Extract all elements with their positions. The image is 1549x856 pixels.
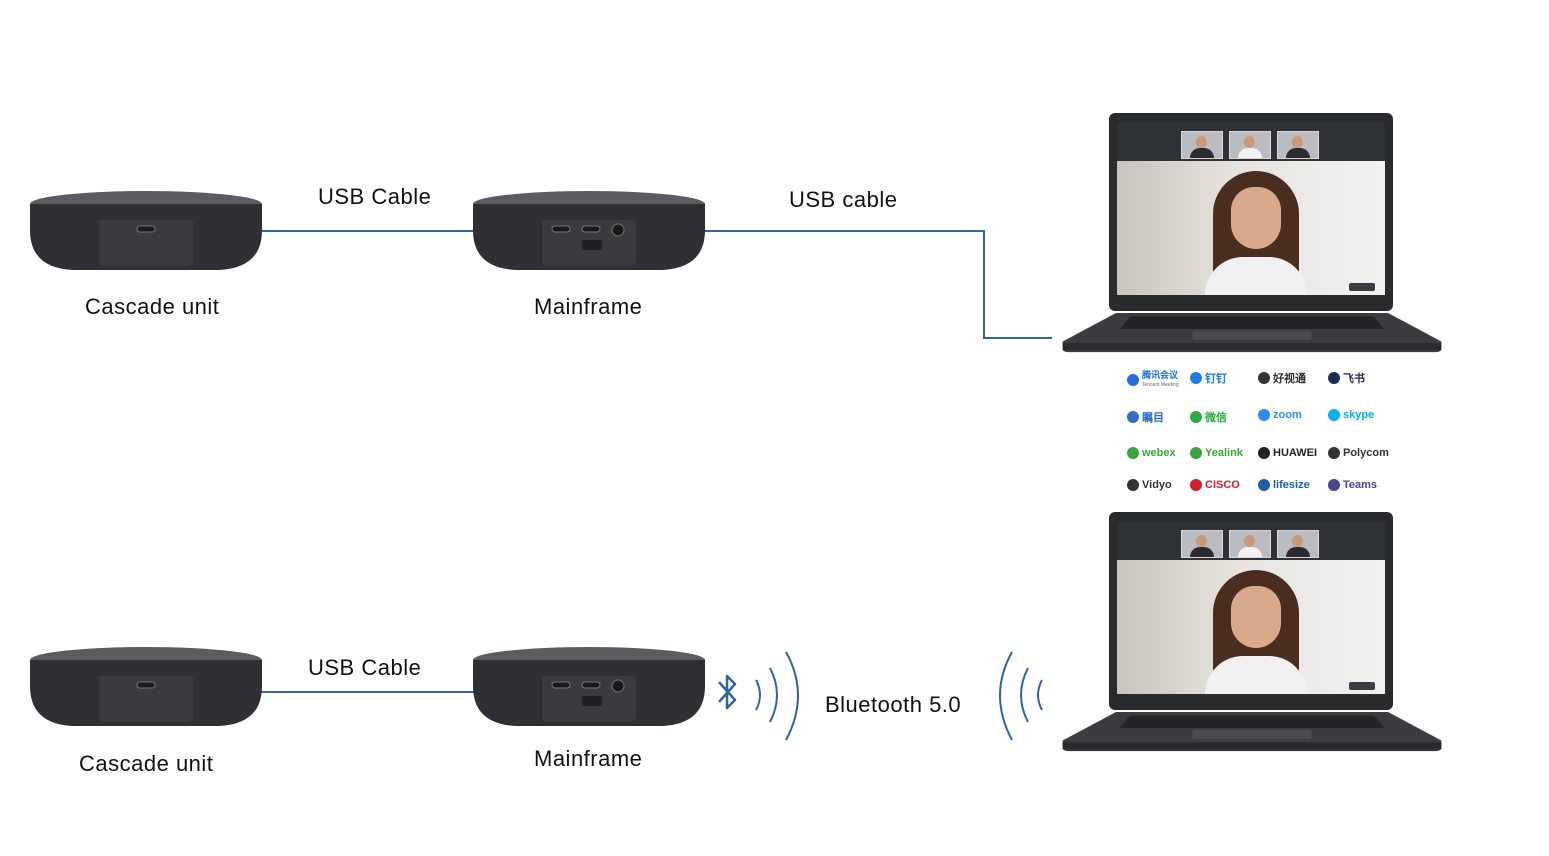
bluetooth-label: Bluetooth 5.0 [825, 692, 962, 717]
mainframe-bottom-label: Mainframe [534, 746, 643, 771]
app-logo-yealink: Yealink [1190, 447, 1243, 459]
participant-thumbnail [1277, 530, 1319, 558]
app-logo-瞩目: 瞩目 [1127, 409, 1164, 425]
app-logo-label: 钉钉 [1205, 373, 1227, 385]
app-logo-钉钉: 钉钉 [1190, 370, 1227, 386]
laptop-keyboard-base [1062, 712, 1442, 752]
app-logo-huawei: HUAWEI [1258, 447, 1317, 459]
app-logo-icon [1190, 447, 1202, 459]
app-logo-label: skype [1343, 409, 1375, 421]
app-logo-label: Teams [1343, 479, 1378, 491]
app-logo-icon [1258, 409, 1270, 421]
app-logo-icon [1127, 411, 1139, 423]
laptop-screen-frame [1109, 512, 1393, 710]
app-logo-label: 微信 [1205, 412, 1227, 424]
usb-cable-laptop-label: USB cable [789, 187, 898, 212]
usb-cable-bottom-label: USB Cable [308, 655, 422, 680]
cascade-unit-top-device [30, 191, 262, 270]
app-logo-label: 好视通 [1273, 373, 1306, 385]
app-logo-label: 瞩目 [1142, 412, 1164, 424]
participant-thumbnail [1277, 131, 1319, 159]
signal-waves-right-icon [755, 651, 799, 741]
app-logo-icon [1258, 372, 1270, 384]
app-logo-label: lifesize [1273, 479, 1310, 491]
mainframe-top-label: Mainframe [534, 294, 643, 319]
app-logo-icon [1328, 447, 1340, 459]
app-logo-lifesize: lifesize [1258, 479, 1310, 491]
app-logo-skype: skype [1328, 409, 1374, 421]
bluetooth-icon [718, 674, 737, 710]
participant-thumbnail [1181, 131, 1223, 159]
cascade-unit-bottom-device [30, 647, 262, 726]
app-logo-好视通: 好视通 [1258, 370, 1306, 386]
app-logo-zoom: zoom [1258, 409, 1302, 421]
app-logo-webex: webex [1127, 447, 1176, 459]
app-logo-飞书: 飞书 [1328, 370, 1365, 386]
cascade-unit-top-label: Cascade unit [85, 294, 220, 319]
app-logo-icon [1258, 447, 1270, 459]
laptop-bottom [1039, 512, 1465, 757]
app-logo-icon [1328, 372, 1340, 384]
app-logo-cisco: CISCO [1190, 479, 1240, 491]
laptop-screen-frame [1109, 113, 1393, 311]
app-logo-label: CISCO [1205, 479, 1240, 491]
cascade-unit-bottom-label: Cascade unit [79, 751, 214, 776]
app-logo-icon [1127, 479, 1139, 491]
app-logo-teams: Teams [1328, 479, 1377, 491]
app-logo-vidyo: Vidyo [1127, 479, 1172, 491]
laptop-keyboard-base [1062, 313, 1442, 353]
video-call-screen [1117, 522, 1385, 694]
app-logo-label: HUAWEI [1273, 447, 1317, 459]
app-logo-label: 飞书 [1343, 373, 1365, 385]
app-logo-微信: 微信 [1190, 409, 1227, 425]
app-logo-label: Vidyo [1142, 479, 1172, 491]
main-video [1117, 560, 1385, 694]
app-logo-label: Yealink [1205, 447, 1243, 459]
participant-thumbnail [1229, 131, 1271, 159]
signal-waves-left-icon [999, 651, 1043, 741]
video-call-screen [1117, 123, 1385, 295]
participant-thumbnail [1181, 530, 1223, 558]
app-logo-icon [1190, 372, 1202, 384]
app-logo-腾讯会议: 腾讯会议 Tencent Meeting [1127, 370, 1179, 390]
app-logo-label: webex [1142, 447, 1176, 459]
app-logo-label: 腾讯会议 [1142, 370, 1179, 380]
app-logo-sublabel: Tencent Meeting [1142, 382, 1179, 388]
app-logo-label: Polycom [1343, 447, 1389, 459]
app-logo-icon [1328, 479, 1340, 491]
usb-cable-line-laptop [703, 230, 1052, 339]
app-logo-label: zoom [1273, 409, 1302, 421]
mainframe-bottom-device [473, 647, 705, 726]
app-logo-icon [1258, 479, 1270, 491]
usb-cable-top-label: USB Cable [318, 184, 432, 209]
laptop-top [1039, 113, 1465, 358]
main-video [1117, 161, 1385, 295]
app-logo-icon [1127, 447, 1139, 459]
app-logo-icon [1127, 374, 1139, 386]
app-logo-icon [1190, 411, 1202, 423]
mainframe-top-device [473, 191, 705, 270]
app-logo-icon [1328, 409, 1340, 421]
app-logo-icon [1190, 479, 1202, 491]
app-logo-polycom: Polycom [1328, 447, 1389, 459]
participant-thumbnail [1229, 530, 1271, 558]
